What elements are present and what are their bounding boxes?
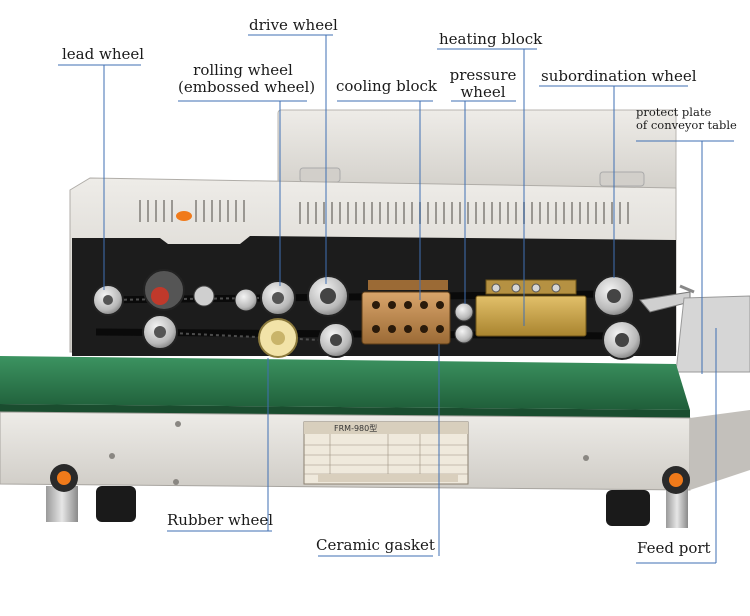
leader-drive-wheel [248,34,333,284]
nameplate: FRM-980型 [303,421,469,485]
label-protect-plate-line2: of conveyor table [636,118,737,132]
label-pressure-wheel: pressure wheel [448,67,518,101]
leader-cooling-block [337,100,433,300]
heating-block [475,279,587,337]
adjustment-knob-left [50,464,78,492]
pressure-wheels [454,302,474,344]
nameplate-model: FRM-980型 [334,424,377,433]
label-drive-wheel: drive wheel [249,16,338,34]
label-heating-block: heating block [439,30,543,48]
feet [46,486,688,528]
rolling-wheel [234,280,296,316]
drive-wheel [307,275,354,358]
label-ceramic-gasket: Ceramic gasket [316,536,435,554]
label-pressure-wheel-line2: wheel [460,83,506,101]
cooling-block [361,280,451,345]
leader-pressure-wheel [451,100,516,304]
label-rolling-wheel-line2: (embossed wheel) [178,78,316,96]
leader-lead-wheel [58,64,141,290]
leader-lines [58,34,734,564]
leader-subordination-wheel [539,85,688,278]
label-pressure-wheel-line1: pressure [449,66,517,84]
leader-rubber-wheel [167,358,272,532]
label-rolling-wheel: rolling wheel (embossed wheel) [178,61,316,96]
leader-heating-block [437,48,537,326]
label-protect-plate: protect plate of conveyor table [636,106,737,132]
indicator-light [176,211,192,221]
leader-rolling-wheel [178,100,307,286]
leader-ceramic-gasket [318,344,440,557]
rubber-wheel [258,318,298,358]
label-rolling-wheel-line1: rolling wheel [193,61,293,79]
label-protect-plate-line1: protect plate [636,105,712,119]
conveyor-belt [0,356,690,418]
protect-plate [639,284,750,373]
rear-housing [277,109,677,203]
label-cooling-block: cooling block [336,77,438,95]
leader-feed-port [636,328,717,564]
label-rubber-wheel: Rubber wheel [167,511,274,529]
subordination-wheel [593,275,642,360]
label-feed-port: Feed port [637,539,711,557]
lead-wheel [92,284,124,316]
adjustment-knob-right [662,466,690,494]
label-subordination-wheel: subordination wheel [541,67,697,85]
lower-left-wheel [142,314,178,350]
leader-protect-plate [636,140,734,374]
gear-wheel [143,269,215,311]
label-lead-wheel: lead wheel [62,45,145,63]
